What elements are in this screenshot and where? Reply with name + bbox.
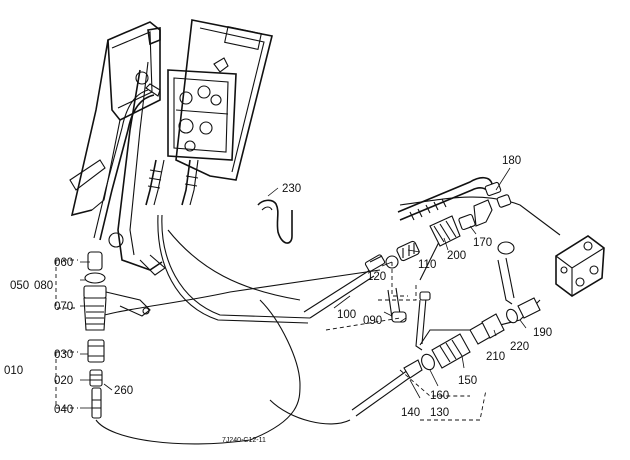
label-160: 160 [430,390,449,402]
label-020: 020 [54,375,73,387]
label-050: 050 [10,280,29,292]
label-260: 260 [114,385,133,397]
label-030: 030 [54,349,73,361]
label-150: 150 [458,375,477,387]
left-fitting-stack [83,251,151,419]
label-130: 130 [430,407,449,419]
label-100: 100 [337,309,356,321]
label-180: 180 [502,155,521,167]
label-120: 120 [367,271,386,283]
label-200: 200 [447,250,466,262]
drawing-code: 7J240-C12-11 [222,437,266,444]
label-060: 060 [54,257,73,269]
right-valve-block [555,235,605,297]
label-040: 040 [54,404,73,416]
lever-links [387,241,515,351]
hose-assembly-140 [351,297,541,417]
label-220: 220 [510,341,529,353]
label-230: 230 [282,183,301,195]
label-110: 110 [418,259,436,271]
label-190: 190 [533,327,552,339]
control-valve [167,19,273,181]
hose-assembly-100 [303,240,420,319]
hose-clip [257,199,293,244]
label-170: 170 [473,237,492,249]
label-080: 080 [34,280,53,292]
label-210: 210 [486,351,505,363]
mounting-bracket [69,21,166,276]
group-brackets [55,259,487,421]
leader-lines [80,167,527,409]
upper-hose-assembly [397,176,512,247]
valve-hoses [93,83,199,241]
label-070: 070 [54,301,73,313]
label-140: 140 [401,407,420,419]
label-010: 010 [4,365,23,377]
label-090: 090 [363,315,382,327]
